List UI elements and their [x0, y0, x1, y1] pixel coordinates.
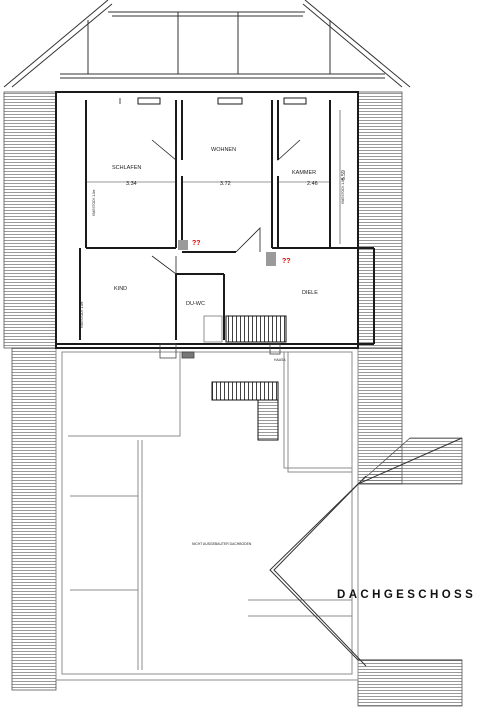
- roof-hatch-left-upper: [3, 91, 57, 349]
- note-knee-left: KNIESTOCK 1.0m: [92, 189, 96, 216]
- stair-lower: [211, 381, 279, 441]
- note-knee-kind: KNIESTOCK 1.0m: [80, 301, 84, 328]
- windows-top: [137, 97, 307, 105]
- attic-outline: [55, 347, 359, 681]
- unknown-marker-2: ??: [282, 258, 291, 265]
- roof-hatch-right-upper: [357, 91, 403, 349]
- dimension-wohnen: 3.72: [220, 181, 231, 187]
- dimension-kammer-depth: 5.59: [341, 170, 347, 180]
- chimney-2: [266, 252, 276, 266]
- dimension-kammer: 2.46: [307, 181, 318, 187]
- dimension-schlafen: 3.34: [126, 181, 137, 187]
- room-label-diele: DIELE: [302, 290, 318, 296]
- stair-upper: [203, 315, 287, 343]
- dormer-triangle: [269, 437, 463, 667]
- room-label-kammer: KAMMER: [292, 170, 316, 176]
- dormer-hatch-lower: [357, 659, 463, 707]
- unknown-marker-1: ??: [192, 240, 201, 247]
- room-label-wohnen: WOHNEN: [211, 147, 236, 153]
- note-attic: NICHT AUSGEBAUTER DACHBODEN: [192, 542, 252, 546]
- walls: [55, 91, 375, 349]
- chimney-1: [178, 240, 188, 250]
- door-swings: [119, 98, 301, 275]
- room-label-du-wc: DU-WC: [186, 301, 205, 307]
- floor-title: DACHGESCHOSS: [337, 589, 476, 601]
- wall-notches: [159, 343, 281, 359]
- note-knee-right: KNIESTOCK 1.0m: [341, 177, 345, 204]
- roof-hatch-left-lower: [11, 347, 57, 691]
- room-label-schlafen: SCHLAFEN: [112, 165, 141, 171]
- room-label-kind: KIND: [114, 286, 127, 292]
- note-stair: HAUSA: [274, 358, 286, 362]
- dimension-lines: [86, 110, 341, 244]
- roof-gable: [3, 0, 411, 88]
